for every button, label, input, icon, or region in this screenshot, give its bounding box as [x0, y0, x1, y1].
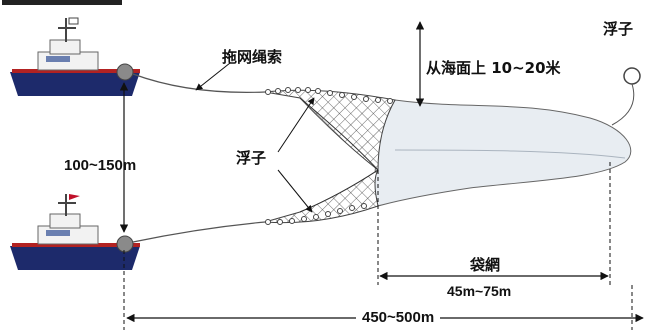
tow-rope-pointer: [195, 62, 231, 91]
depth-label: 从海面上 10~20米: [426, 59, 561, 77]
net-body-shade: [394, 149, 626, 159]
float-top-label: 浮子: [603, 20, 634, 38]
net-wing-bottom: [264, 169, 379, 224]
tow-rope-label: 拖网绳索: [222, 48, 283, 66]
float-line-bottom: [265, 203, 367, 225]
net-body: [374, 99, 632, 207]
cod-end-label: 袋網: [470, 256, 501, 274]
float-line-top: [265, 87, 393, 104]
float-buoy: [623, 67, 641, 85]
net-wing-top: [264, 89, 396, 172]
tow-rope-bottom: [132, 221, 266, 243]
float-pointer-up: [277, 97, 315, 153]
total-length-label: 450~500m: [356, 310, 441, 325]
float-mid-label: 浮子: [236, 149, 267, 167]
ship-top: [10, 17, 140, 96]
cod-end-length-label: 45m~75m: [447, 283, 512, 299]
float-pointer-down: [277, 169, 313, 213]
top-text-fragment: [2, 0, 122, 5]
spacing-label: 100~150m: [64, 157, 137, 174]
net-mouth: [299, 97, 379, 213]
ship-bottom: [10, 194, 140, 270]
float-buoy-line: [611, 83, 635, 126]
tow-rope-top: [132, 73, 266, 93]
